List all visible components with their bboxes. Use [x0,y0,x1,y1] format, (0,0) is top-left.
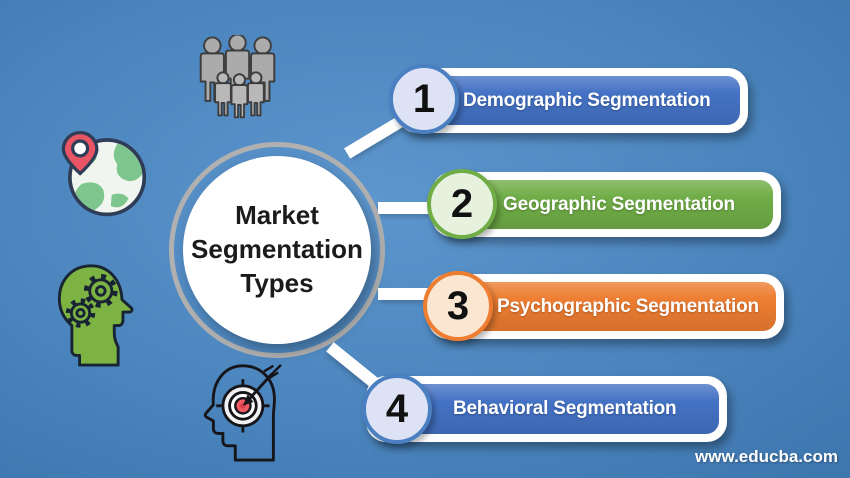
circle-title-line: Segmentation [191,234,363,265]
segment-bar: Demographic Segmentation [405,76,740,125]
connector-line-3 [378,288,434,300]
segment-label: Psychographic Segmentation [497,295,759,317]
center-circle-outer-ring [169,142,385,358]
badge-number: 4 [385,386,409,431]
head-target-dart-icon [203,364,282,462]
segment-label: Geographic Segmentation [503,193,735,215]
number-badge-3: 3 [423,271,493,341]
badge-number: 2 [450,181,474,226]
number-badge-1: 1 [389,64,459,134]
segment-label: Behavioral Segmentation [453,398,677,419]
number-badge-4: 4 [362,374,432,444]
connector-line-2 [378,202,436,214]
segment-item-demographic: Demographic Segmentation 1 [389,64,748,134]
globe-location-pin-icon [61,130,147,217]
segment-bar: Behavioral Segmentation [374,384,719,434]
head-gears-icon [57,264,134,367]
segment-item-psychographic: Psychographic Segmentation 3 [423,271,784,341]
segment-item-geographic: Geographic Segmentation 2 [427,169,781,239]
watermark-url: www.educba.com [695,447,838,466]
circle-title-line: Types [240,267,314,298]
number-badge-2: 2 [427,169,497,239]
segment-bar: Psychographic Segmentation [436,282,776,331]
family-people-icon [199,35,276,119]
segment-item-behavioral: Behavioral Segmentation 4 [362,374,727,444]
center-circle: Market Segmentation Types [183,156,371,344]
segment-label: Demographic Segmentation [463,89,711,111]
badge-number: 1 [412,76,436,121]
badge-number: 3 [446,283,470,328]
circle-title-line: Market [235,200,319,231]
